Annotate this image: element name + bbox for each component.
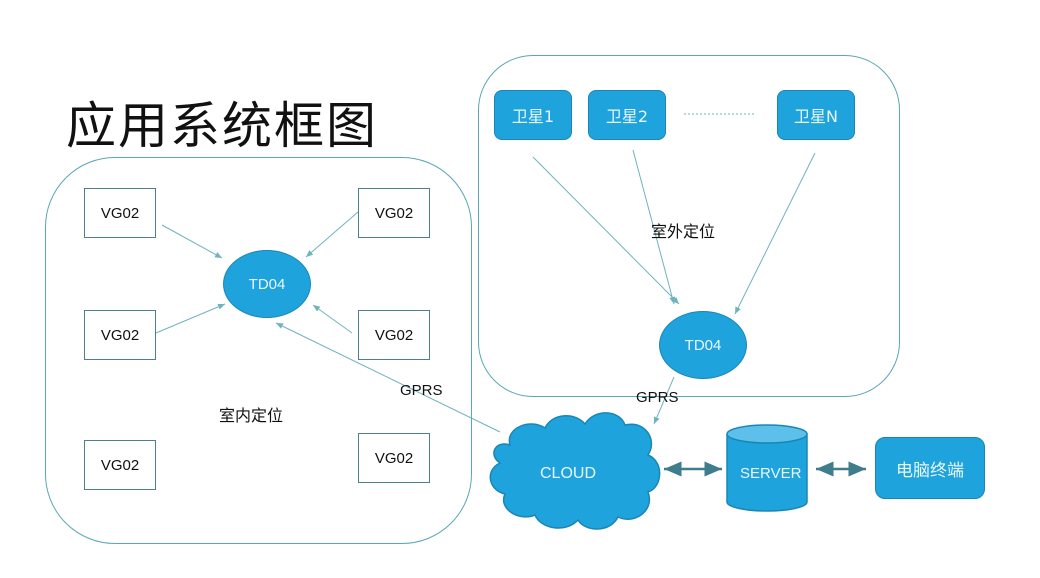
arrow-gprs-indoor [275,322,501,433]
gprs-outdoor-label: GPRS [636,389,679,406]
arrow-vg-ml-to-td04 [155,303,226,334]
satellite-1: 卫星1 [494,90,572,140]
server-cylinder-body [726,434,808,512]
server-cylinder-top [726,424,808,444]
vg02-node: VG02 [84,440,156,490]
arrow-vg-tl-to-td04 [161,224,223,259]
vg02-node: VG02 [358,310,430,360]
vg02-node: VG02 [84,310,156,360]
outdoor-group [478,55,900,397]
server-label: SERVER [740,465,802,482]
arrow-satn-to-td04 [734,152,816,315]
arrow-sat2-to-td04 [632,149,676,305]
satellite-n: 卫星N [777,90,855,140]
computer-terminal: 电脑终端 [875,437,985,499]
indoor-group [45,157,472,544]
outdoor-label: 室外定位 [651,222,716,241]
vg02-node: VG02 [358,188,430,238]
indoor-label: 室内定位 [219,406,284,425]
td04-indoor-hub: TD04 [223,250,311,318]
arrow-gprs-outdoor [653,376,675,425]
vg02-node: VG02 [84,188,156,238]
td04-outdoor-hub: TD04 [659,311,747,379]
satellite-2: 卫星2 [588,90,666,140]
arrow-vg-tr-to-td04 [305,211,359,258]
arrow-vg-mr-to-td04 [312,304,353,334]
cloud-shape [489,412,661,530]
page-title: 应用系统框图 [66,97,378,155]
arrow-sat1-to-td04 [532,156,680,305]
cloud-label: CLOUD [540,465,597,482]
gprs-indoor-label: GPRS [400,382,443,399]
vg02-node: VG02 [358,433,430,483]
